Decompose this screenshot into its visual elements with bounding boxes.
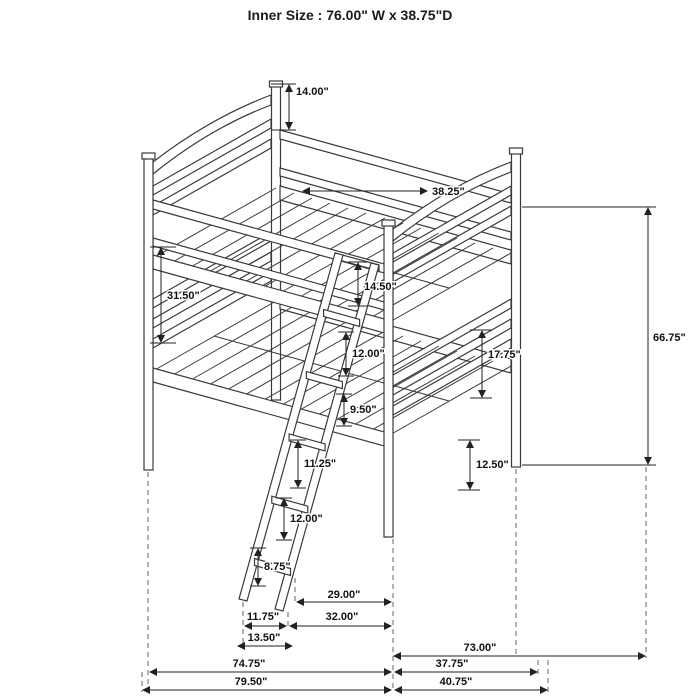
dim-ladder-step-top: 12.00"	[352, 348, 385, 360]
dim-ladder-step-mid: 11.25"	[304, 458, 336, 470]
dim-ladder-step-upper-mid: 9.50"	[350, 404, 377, 416]
dim-frame-reach: 73.00"	[464, 642, 497, 654]
dim-guardrail-height: 14.50"	[364, 281, 397, 293]
dim-ladder-top-span: 29.00"	[328, 589, 361, 601]
dim-overall-length: 79.50"	[235, 676, 268, 688]
dim-ladder-step-bottom: 8.75"	[264, 561, 291, 573]
dim-headboard-panel-height: 14.00"	[296, 86, 329, 98]
dim-ladder-base-depth: 13.50"	[248, 632, 281, 644]
dim-ladder-floor-span: 32.00"	[326, 611, 359, 623]
footboard-panels	[392, 161, 512, 417]
dim-ladder-foot-offset: 11.75"	[247, 611, 279, 623]
front-posts	[141, 152, 396, 538]
diagram-title: Inner Size : 76.00" W x 38.75"D	[248, 7, 453, 23]
dim-frame-length: 74.75"	[233, 658, 266, 670]
dim-overall-height: 66.75"	[653, 332, 686, 344]
extension-lines	[141, 467, 647, 692]
ladder	[238, 252, 380, 612]
dim-bunk-spacing: 31.50"	[167, 290, 200, 302]
dim-footboard-panel-height: 17.75"	[488, 349, 521, 361]
dim-overall-depth: 40.75"	[440, 676, 473, 688]
dim-under-bed-clearance: 12.50"	[476, 459, 509, 471]
dimension-lines	[142, 83, 656, 694]
dim-ladder-step-lower: 12.00"	[290, 513, 323, 525]
bunk-bed-drawing	[141, 80, 524, 612]
dim-inner-depth: 38.25"	[432, 186, 465, 198]
dim-frame-depth: 37.75"	[436, 658, 469, 670]
dimension-labels: Inner Size : 76.00" W x 38.75"D 14.00" 3…	[166, 7, 688, 690]
